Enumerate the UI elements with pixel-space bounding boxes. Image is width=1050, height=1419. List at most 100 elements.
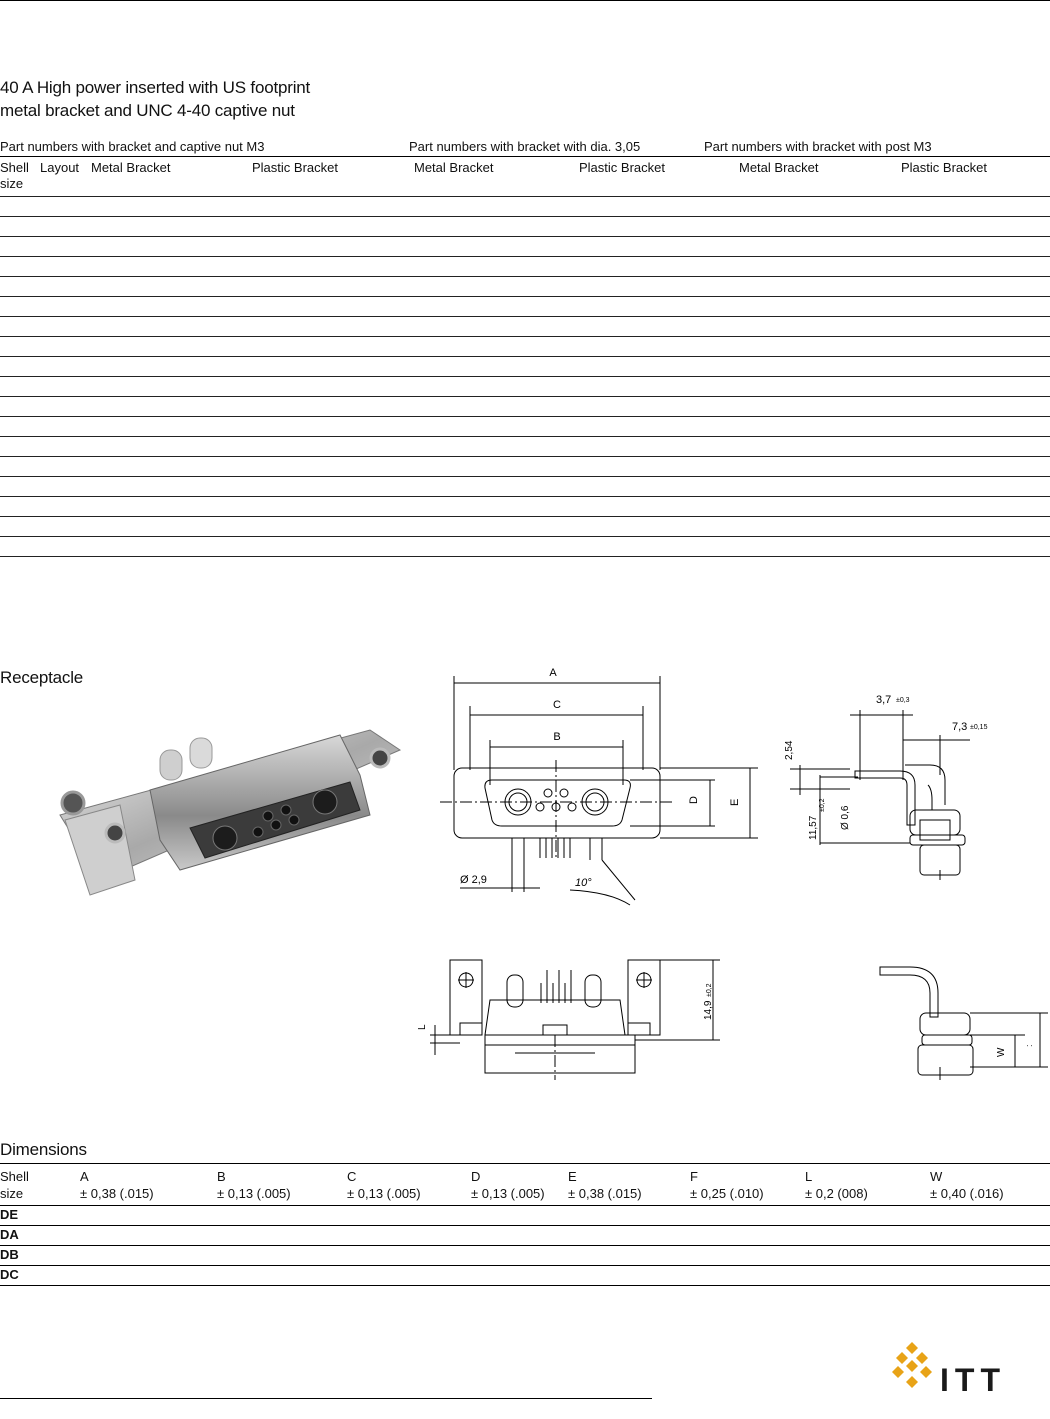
label-11-57: 11,57 xyxy=(808,815,819,840)
end-view-drawing: W : xyxy=(879,966,1048,1080)
col-shell-size: Shell size xyxy=(0,160,29,191)
receptacle-heading: Receptacle xyxy=(0,668,84,687)
table-rule xyxy=(0,156,1050,157)
dimension-column-header: C ± 0,13 (.005) xyxy=(347,1168,421,1202)
dimension-column-name: Shell xyxy=(0,1169,29,1184)
label-tol-0-15: ±0,15 xyxy=(970,724,988,731)
label-e: E xyxy=(729,799,741,806)
side-view-drawing: 3,7 ±0,3 7,3 ±0,15 2,54 11,57 ±0,2 Ø 0,6 xyxy=(784,694,988,880)
label-14-9: 14,9 xyxy=(703,1000,714,1020)
col-layout: Layout xyxy=(40,160,80,175)
dimensions-top-rule xyxy=(0,1163,1050,1164)
label-w: W xyxy=(996,1047,1007,1057)
dimension-column-name: L xyxy=(805,1169,813,1184)
dimension-column-tolerance: ± 0,13 (.005) xyxy=(347,1186,421,1201)
dimension-column-name: A xyxy=(80,1169,89,1184)
col-plastic-bracket-2: Plastic Bracket xyxy=(579,160,665,175)
label-tol-0-2-b: ±0,2 xyxy=(706,983,713,997)
group-header-dia-305: Part numbers with bracket with dia. 3,05 xyxy=(409,139,641,154)
dimension-column-name: F xyxy=(690,1169,698,1184)
dimension-column-name: C xyxy=(347,1169,357,1184)
dimension-row-rule xyxy=(0,1285,1050,1286)
table-row-rule xyxy=(0,376,1050,377)
label-a: A xyxy=(549,667,557,679)
table-row-rule xyxy=(0,416,1050,417)
label-2-54: 2,54 xyxy=(784,740,795,760)
dimension-column-name: B xyxy=(217,1169,226,1184)
dimension-column-tolerance: ± 0,2 (008) xyxy=(805,1186,868,1201)
label-b: B xyxy=(553,731,560,743)
label-l: L xyxy=(417,1024,428,1030)
table-row-rule xyxy=(0,336,1050,337)
top-rule xyxy=(0,0,1050,1)
table-row-rule xyxy=(0,356,1050,357)
receptacle-photo xyxy=(59,729,402,896)
label-dia-2-9: Ø 2,9 xyxy=(460,874,487,886)
table-row-rule xyxy=(0,556,1050,557)
dimension-column-tolerance: ± 0,13 (.005) xyxy=(217,1186,291,1201)
col-metal-bracket-1: Metal Bracket xyxy=(91,160,171,175)
col-metal-bracket-2: Metal Bracket xyxy=(414,160,494,175)
dimension-column-header: W ± 0,40 (.016) xyxy=(930,1168,1004,1202)
label-d: D xyxy=(688,796,700,804)
itt-logo-text: ITT xyxy=(940,1362,1006,1398)
front-view-drawing: A C B D E Ø 2,9 10° xyxy=(440,667,758,906)
dimension-column-name: W xyxy=(930,1169,943,1184)
table-row-rule xyxy=(0,396,1050,397)
dimension-row-shell: DC xyxy=(0,1267,19,1282)
label-angle-10: 10° xyxy=(575,877,592,889)
dimension-column-header: F ± 0,25 (.010) xyxy=(690,1168,764,1202)
dimension-column-header: E ± 0,38 (.015) xyxy=(568,1168,642,1202)
dimension-column-tolerance: size xyxy=(0,1186,24,1201)
table-row-rule xyxy=(0,316,1050,317)
table-row-rule xyxy=(0,476,1050,477)
dimension-row-shell: DE xyxy=(0,1207,19,1222)
col-plastic-bracket-1: Plastic Bracket xyxy=(252,160,338,175)
dimension-column-tolerance: ± 0,38 (.015) xyxy=(568,1186,642,1201)
dimension-column-header: A ± 0,38 (.015) xyxy=(80,1168,154,1202)
dimensions-heading: Dimensions xyxy=(0,1140,87,1159)
itt-logo-mark xyxy=(892,1342,932,1388)
dimension-column-tolerance: ± 0,40 (.016) xyxy=(930,1186,1004,1201)
table-row-rule xyxy=(0,536,1050,537)
table-row-rule xyxy=(0,196,1050,197)
table-row-rule xyxy=(0,236,1050,237)
dimension-row-shell: DA xyxy=(0,1227,19,1242)
page-title: 40 A High power inserted with US footpri… xyxy=(0,76,310,122)
title-line-1: 40 A High power inserted with US footpri… xyxy=(0,78,311,97)
table-row-rule xyxy=(0,496,1050,497)
dimension-column-name: D xyxy=(471,1169,481,1184)
dimension-column-name: E xyxy=(568,1169,577,1184)
dimension-row-rule xyxy=(0,1205,1050,1206)
dimension-column-header: D ± 0,13 (.005) xyxy=(471,1168,545,1202)
dimension-column-header: B ± 0,13 (.005) xyxy=(217,1168,291,1202)
dimension-row-rule xyxy=(0,1225,1050,1226)
table-row-rule xyxy=(0,436,1050,437)
label-tol-0-2-a: ±0,2 xyxy=(819,798,826,812)
label-3-7: 3,7 xyxy=(876,694,891,706)
label-7-3: 7,3 xyxy=(952,721,967,733)
label-tol-0-3: ±0,3 xyxy=(896,697,910,704)
dimension-column-tolerance: ± 0,38 (.015) xyxy=(80,1186,154,1201)
group-header-captive-nut: Part numbers with bracket and captive nu… xyxy=(0,139,265,154)
group-header-post-m3: Part numbers with bracket with post M3 xyxy=(704,139,932,154)
col-plastic-bracket-3: Plastic Bracket xyxy=(901,160,987,175)
label-f-side: : xyxy=(1024,1044,1034,1047)
top-view-drawing: L 14,9 ±0,2 xyxy=(417,959,720,1080)
label-dia-0-6: Ø 0,6 xyxy=(840,805,851,830)
table-row-rule xyxy=(0,256,1050,257)
dimension-column-header: L ± 0,2 (008) xyxy=(805,1168,868,1202)
table-row-rule xyxy=(0,216,1050,217)
dimension-row-rule xyxy=(0,1245,1050,1246)
dimension-column-tolerance: ± 0,13 (.005) xyxy=(471,1186,545,1201)
table-row-rule xyxy=(0,296,1050,297)
table-row-rule xyxy=(0,516,1050,517)
footer-rule xyxy=(0,1398,652,1399)
title-line-2: metal bracket and UNC 4-40 captive nut xyxy=(0,101,295,120)
dimension-row-shell: DB xyxy=(0,1247,19,1262)
table-row-rule xyxy=(0,276,1050,277)
dimension-column-header: Shell size xyxy=(0,1168,29,1202)
dimension-column-tolerance: ± 0,25 (.010) xyxy=(690,1186,764,1201)
label-c: C xyxy=(553,699,561,711)
col-metal-bracket-3: Metal Bracket xyxy=(739,160,819,175)
